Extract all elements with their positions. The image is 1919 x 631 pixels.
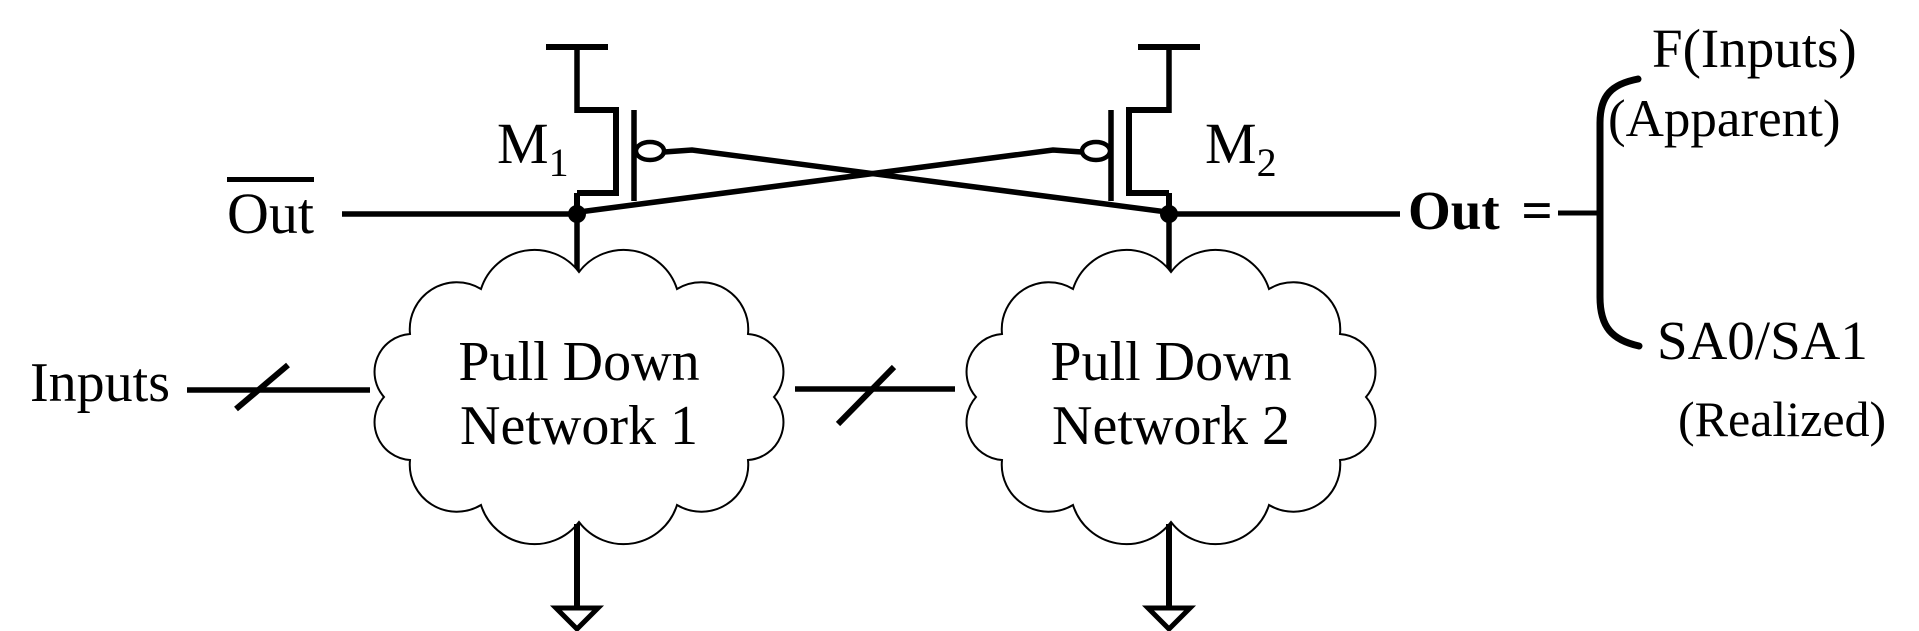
apparent-note-label: (Apparent) (1608, 90, 1841, 148)
m1-label: M1 (497, 115, 569, 183)
ground-icon (549, 524, 605, 631)
cloud2-line1: Pull Down (1050, 331, 1292, 393)
m1-subscript: 1 (548, 140, 569, 185)
pmos-m1-icon (574, 107, 667, 216)
realized-value-label: SA0/SA1 (1657, 310, 1868, 371)
pull-down-network-1-label: Pull Down Network 1 (379, 330, 779, 458)
pull-down-network-2-label: Pull Down Network 2 (971, 330, 1371, 458)
vdd-rail-icon (546, 44, 608, 113)
cloud-shape (373, 248, 785, 546)
bus-slash-icon (835, 364, 897, 427)
junction-dot (1160, 205, 1178, 223)
cross-couple-wire (663, 147, 1168, 215)
cloud1-line1: Pull Down (458, 331, 700, 393)
ground-icon (1141, 524, 1197, 631)
m1-base: M (497, 111, 549, 176)
realized-note-label: (Realized) (1678, 391, 1887, 447)
pmos-m2-icon (1079, 107, 1172, 216)
cloud1-line2: Network 1 (460, 395, 698, 457)
gate-bubble-icon (633, 139, 667, 163)
outbar-label: Out (227, 177, 314, 243)
cloud2-line2: Network 2 (1052, 395, 1290, 457)
m2-label: M2 (1205, 115, 1277, 183)
cloud-shape (965, 248, 1377, 546)
vdd-rail-icon (1138, 44, 1200, 113)
inputs-label: Inputs (30, 352, 170, 414)
junction-dot (568, 205, 586, 223)
apparent-value-label: F(Inputs) (1652, 18, 1857, 79)
brace-icon (1596, 75, 1643, 350)
out-equals-label: Out = (1408, 180, 1553, 241)
bus-slash-icon (234, 362, 290, 412)
gate-bubble-icon (1079, 139, 1113, 163)
m2-subscript: 2 (1256, 140, 1277, 185)
m2-base: M (1205, 111, 1257, 176)
cross-couple-wire (578, 147, 1083, 215)
